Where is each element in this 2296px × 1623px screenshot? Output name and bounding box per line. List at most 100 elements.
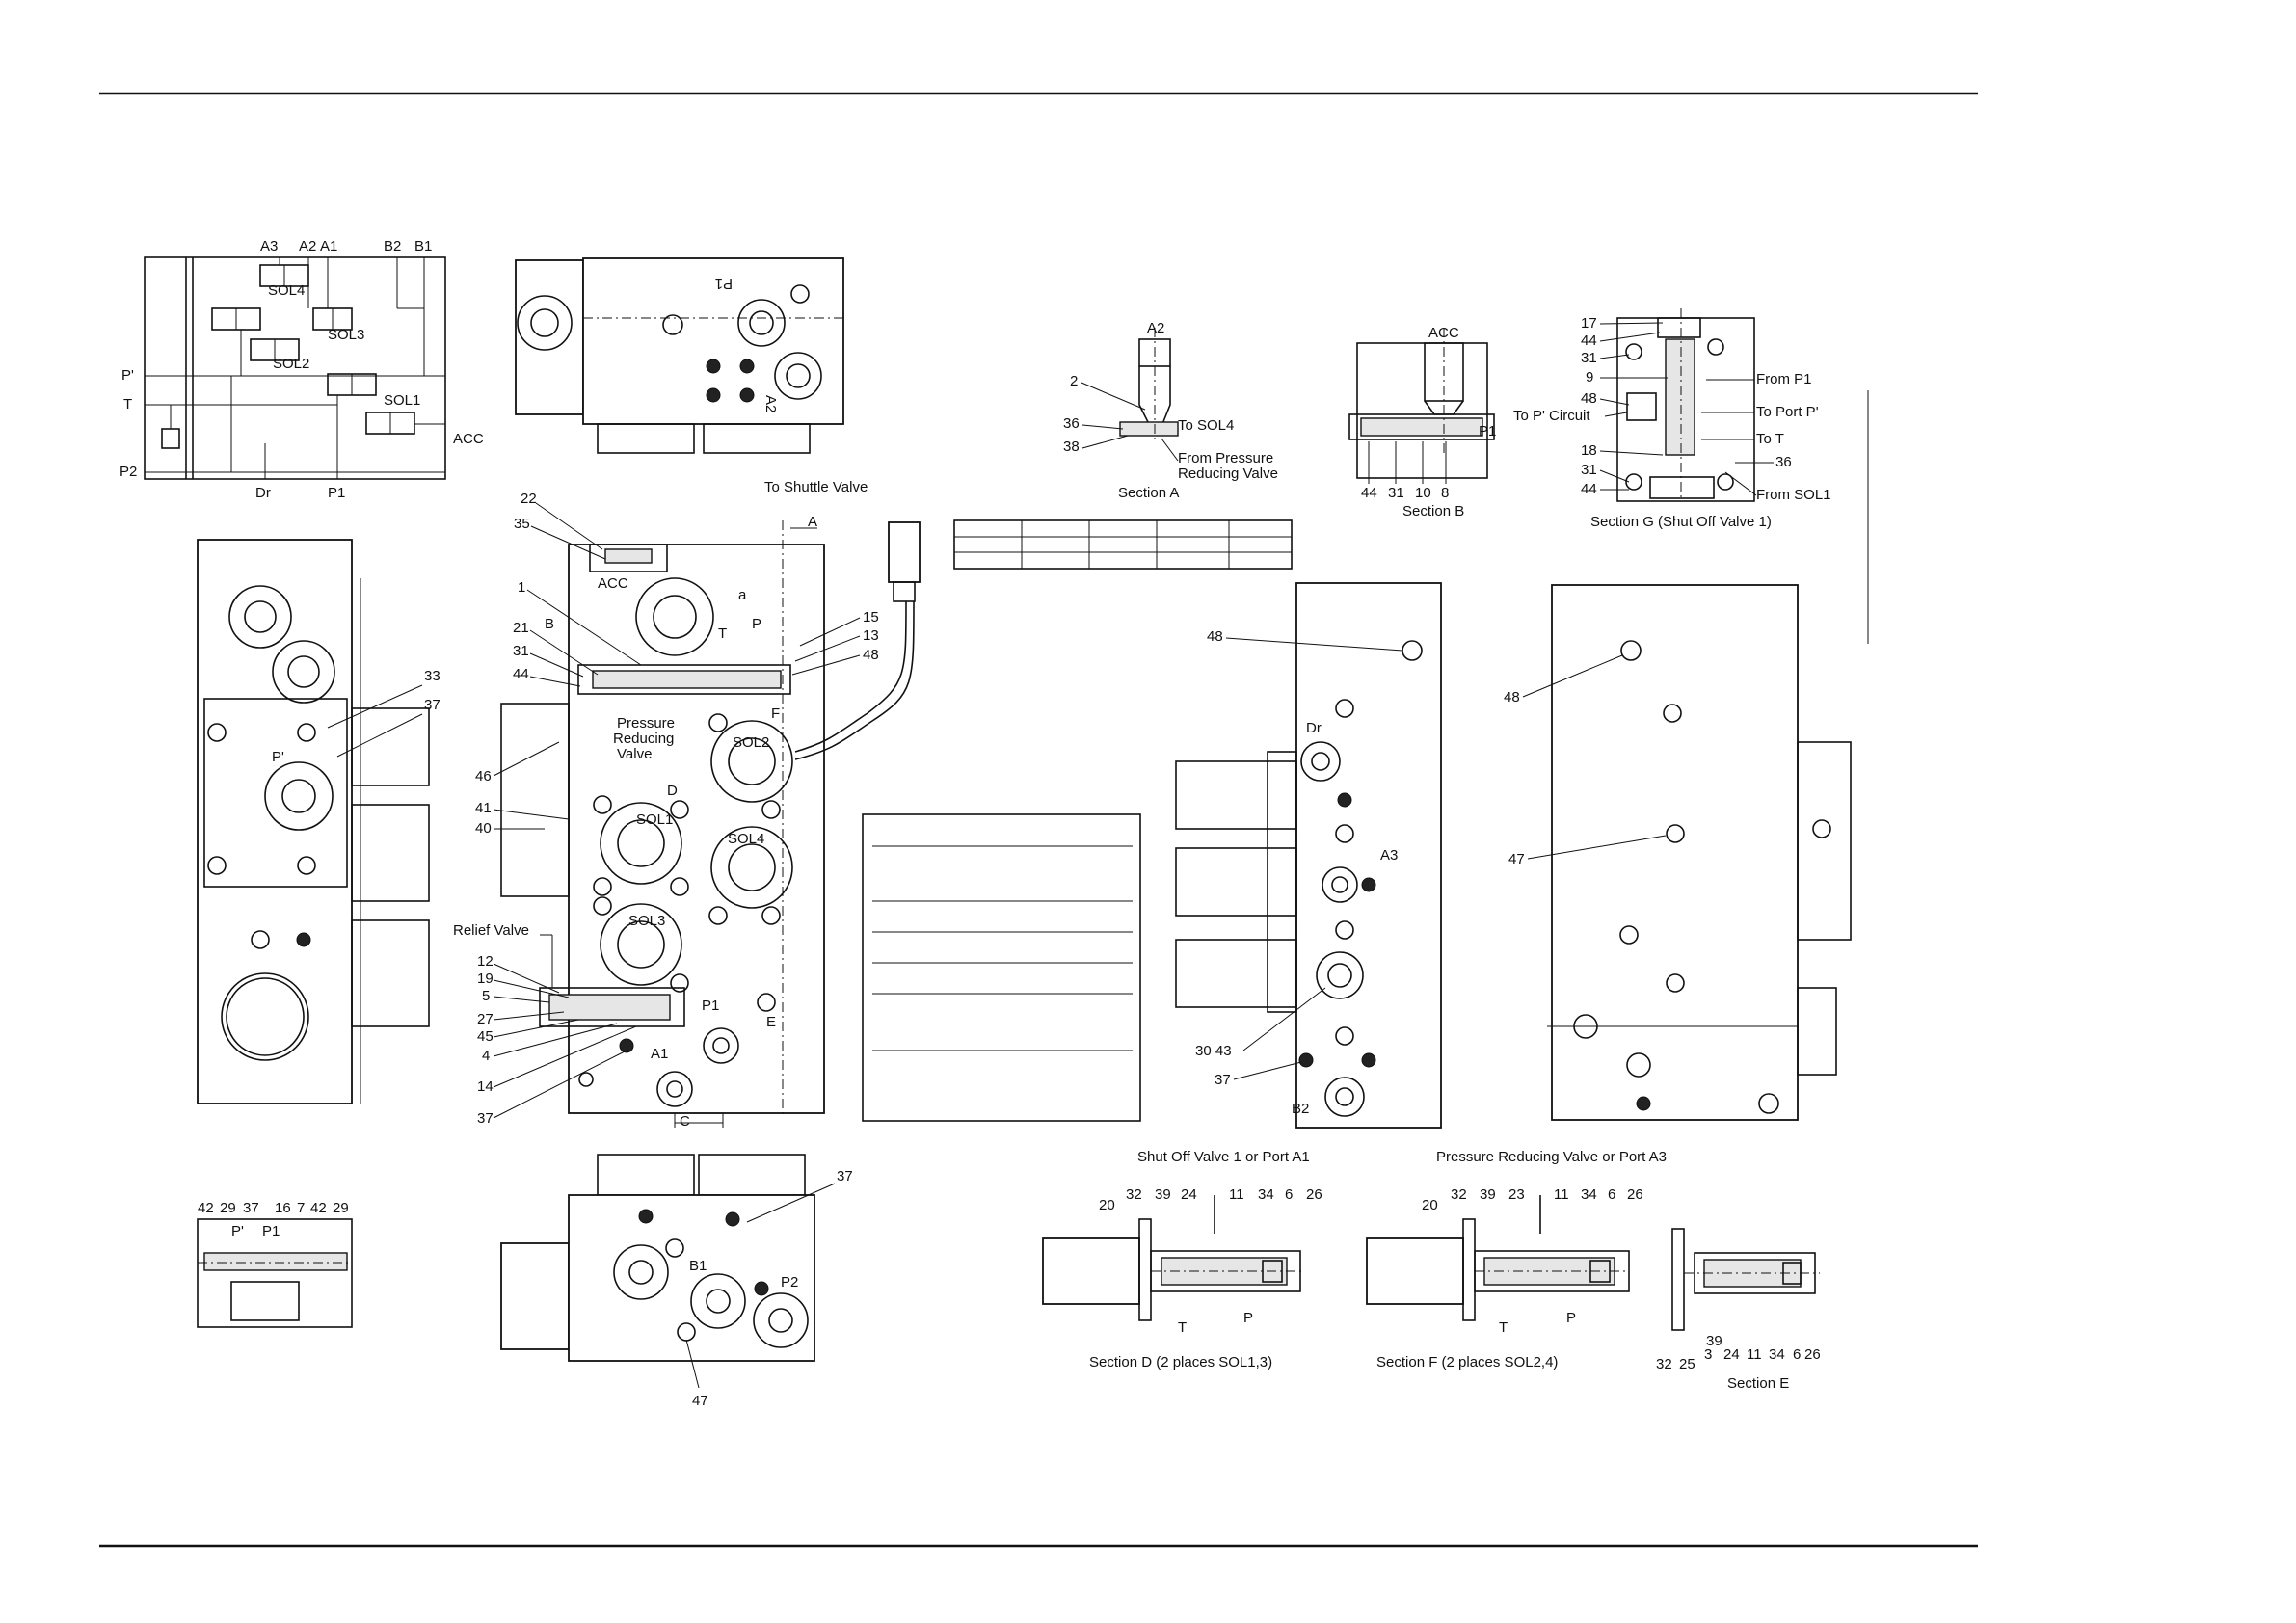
callout-13: 13 — [863, 627, 879, 644]
main-pressure-reducing-2: Reducing — [613, 731, 674, 747]
callout-12: 12 — [477, 953, 494, 970]
main-section-a-marker: A — [808, 514, 817, 530]
callout-44-b: 44 — [1361, 485, 1377, 501]
callout-36-a: 36 — [1063, 415, 1080, 432]
callout-37-main: 37 — [477, 1110, 494, 1127]
se-callout-39: 39 — [1706, 1333, 1722, 1349]
sol3-label: SOL3 — [328, 327, 364, 343]
sd-callout-24: 24 — [1181, 1186, 1197, 1203]
main-c: C — [680, 1113, 690, 1130]
section-e: 39 32 25 3 24 11 34 6 26 Section E — [1656, 1228, 1821, 1392]
sf-callout-26: 26 — [1627, 1186, 1643, 1203]
port-label-p-prime: P' — [121, 367, 134, 384]
callout-1: 1 — [518, 579, 525, 596]
sd-callout-26: 26 — [1306, 1186, 1322, 1203]
right-view-1: Dr A3 B2 48 30 43 37 — [1175, 582, 1442, 1129]
main-acc: ACC — [598, 575, 628, 592]
main-t: T — [718, 625, 727, 642]
top-view-a2: A2 — [762, 395, 779, 412]
callout-38: 38 — [1063, 439, 1080, 455]
callout-44-main: 44 — [513, 666, 529, 682]
section-a-from-1: From Pressure — [1178, 450, 1273, 466]
section-b-p1: P1 — [1479, 423, 1496, 439]
callout-8: 8 — [1441, 485, 1449, 501]
section-b: ACC P1 44 31 10 8 Section B — [1348, 325, 1496, 519]
section-f-t: T — [1499, 1319, 1508, 1336]
sd-callout-11: 11 — [1229, 1186, 1244, 1203]
main-pressure-reducing-1: Pressure — [617, 715, 675, 732]
main-pressure-reducing-3: Valve — [617, 746, 652, 762]
section-g: 17 44 31 9 48 18 31 44 To P' Circuit Fro… — [1513, 308, 1831, 530]
bottom-view: B1 P2 37 47 — [500, 1154, 853, 1409]
bottom-left-detail: 42 29 37 16 7 42 29 P' P1 — [197, 1200, 353, 1328]
sf-callout-32: 32 — [1451, 1186, 1467, 1203]
callout-27: 27 — [477, 1011, 494, 1027]
main-relief-valve: Relief Valve — [453, 922, 529, 939]
section-g-caption: Section G (Shut Off Valve 1) — [1590, 514, 1772, 530]
left-side-view: P' 33 37 — [197, 539, 441, 1104]
sol4-label: SOL4 — [268, 282, 305, 299]
callout-47-bv: 47 — [692, 1393, 708, 1409]
port-label-a3: A3 — [260, 238, 278, 254]
sf-callout-23: 23 — [1508, 1186, 1525, 1203]
section-f-p: P — [1566, 1310, 1576, 1326]
bl-callout-29a: 29 — [220, 1200, 236, 1216]
main-p1: P1 — [702, 998, 719, 1014]
section-g-to-port: To Port P' — [1756, 404, 1819, 420]
callout-14: 14 — [477, 1078, 494, 1095]
bl-callout-42a: 42 — [198, 1200, 214, 1216]
main-p: P — [752, 616, 761, 632]
hydraulic-schematic: A3 A2 A1 B2 B1 P' T P2 Dr P1 ACC SOL4 SO… — [120, 238, 484, 501]
section-g-36: 36 — [1775, 454, 1792, 470]
main-sol2: SOL2 — [733, 734, 769, 751]
callout-31-b: 31 — [1388, 485, 1404, 501]
bl-callout-37: 37 — [243, 1200, 259, 1216]
callout-15: 15 — [863, 609, 879, 625]
port-label-b2: B2 — [384, 238, 401, 254]
sd-callout-39: 39 — [1155, 1186, 1171, 1203]
se-callout-25: 25 — [1679, 1356, 1695, 1372]
section-d-t: T — [1178, 1319, 1187, 1336]
bl-p1: P1 — [262, 1223, 280, 1239]
callout-33: 33 — [424, 668, 441, 684]
port-label-p1: P1 — [328, 485, 345, 501]
right-view1-a3: A3 — [1380, 847, 1398, 864]
sol2-label: SOL2 — [273, 356, 309, 372]
bl-p-prime: P' — [231, 1223, 244, 1239]
main-b: B — [545, 616, 554, 632]
bottom-view-b1: B1 — [689, 1258, 707, 1274]
callout-31-main: 31 — [513, 643, 529, 659]
main-a1: A1 — [651, 1046, 668, 1062]
callout-30-43: 30 43 — [1195, 1043, 1232, 1059]
right-view-2: 48 47 — [1504, 584, 1852, 1121]
section-b-caption: Section B — [1402, 503, 1464, 519]
se-callout-6: 6 — [1793, 1346, 1801, 1363]
section-g-from-p1: From P1 — [1756, 371, 1812, 387]
sd-callout-20: 20 — [1099, 1197, 1115, 1213]
bl-callout-42b: 42 — [310, 1200, 327, 1216]
section-a-port: A2 — [1147, 320, 1164, 336]
callout-19: 19 — [477, 971, 494, 987]
main-f: F — [771, 705, 780, 722]
main-sol3: SOL3 — [628, 913, 665, 929]
right-view1-dr: Dr — [1306, 720, 1322, 736]
callout-47-rv2: 47 — [1508, 851, 1525, 867]
callout-44-g2: 44 — [1581, 481, 1597, 497]
sd-callout-6: 6 — [1285, 1186, 1293, 1203]
callout-5: 5 — [482, 988, 490, 1004]
port-label-acc: ACC — [453, 431, 484, 447]
right-view1-b2: B2 — [1292, 1101, 1309, 1117]
port-label-a2: A2 — [299, 238, 316, 254]
section-a-to-sol4: To SOL4 — [1178, 417, 1234, 434]
port-label-a1: A1 — [320, 238, 337, 254]
callout-48-rv1: 48 — [1207, 628, 1223, 645]
section-a-from-2: Reducing Valve — [1178, 466, 1278, 482]
callout-37-bv: 37 — [837, 1168, 853, 1184]
top-view-p1: P1 — [715, 276, 733, 292]
section-a: A2 2 36 38 To SOL4 From Pressure Reducin… — [1063, 320, 1278, 501]
sf-callout-20: 20 — [1422, 1197, 1438, 1213]
callout-37-rv1: 37 — [1215, 1072, 1231, 1088]
main-small-a: a — [738, 587, 747, 603]
section-d-p: P — [1243, 1310, 1253, 1326]
